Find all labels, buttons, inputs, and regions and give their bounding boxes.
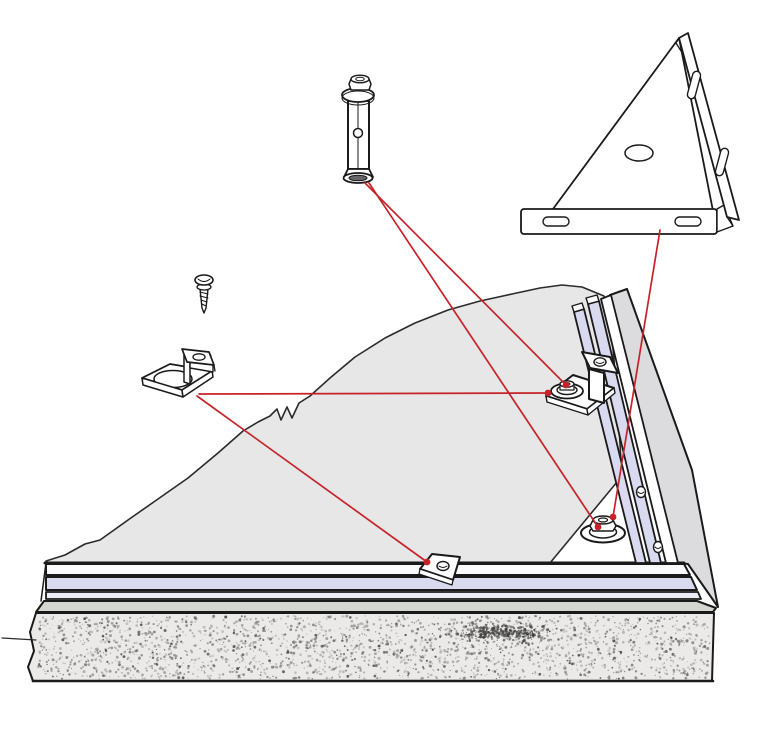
front-rail (40, 561, 702, 602)
leader-bracket-to-frame-corner (609, 229, 661, 521)
z-clip-detached (141, 348, 216, 398)
leader-clip-to-front-rail-clip (196, 395, 431, 566)
leader-anchor-to-rail-clip (364, 182, 570, 389)
concrete-stipple-texture (37, 614, 711, 681)
side-rail-screw-head (652, 540, 664, 554)
side-rail-screw-head (635, 485, 647, 499)
leader-anchor-to-floor-anchor (368, 182, 602, 531)
screw-detached (194, 274, 214, 314)
corner-bracket-detached (520, 32, 740, 235)
anchor-bolt-detached (341, 74, 375, 184)
leader-clip-to-rail-clip-plate (198, 389, 552, 397)
concrete-slab-top-surface (35, 600, 717, 613)
